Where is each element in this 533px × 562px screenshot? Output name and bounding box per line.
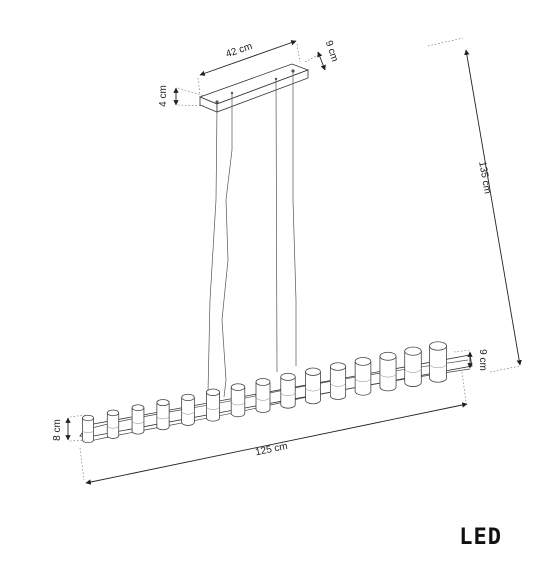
- bar-length-label: 125 cm: [254, 441, 288, 458]
- light-shade: [280, 372, 296, 409]
- light-shade: [379, 351, 397, 392]
- suspension-cables: [207, 72, 297, 398]
- light-shade: [305, 367, 321, 405]
- dim-canopy-height: 4 cm: [158, 85, 206, 107]
- dim-canopy-depth: 9 cm: [304, 39, 340, 71]
- light-shade: [131, 404, 145, 435]
- bar-height-label: 8 cm: [52, 419, 63, 441]
- dim-bar-height: 8 cm: [52, 414, 86, 442]
- light-shade: [181, 393, 195, 426]
- light-shade: [206, 388, 220, 422]
- canopy-screw: [215, 100, 219, 104]
- light-shade: [255, 378, 271, 413]
- canopy: [198, 63, 310, 113]
- light-shade: [404, 346, 422, 387]
- light-shade: [429, 341, 447, 383]
- bar-depth-label: 9 cm: [477, 349, 488, 371]
- led-badge-label: LED: [459, 525, 502, 550]
- dim-total-height: 135 cm: [427, 37, 522, 373]
- led-badge: LED: [459, 525, 502, 550]
- total-height-label: 135 cm: [476, 160, 493, 194]
- light-shade: [329, 362, 347, 400]
- canopy-depth-label: 9 cm: [323, 39, 340, 63]
- light-shade: [230, 383, 246, 418]
- light-shade: [106, 409, 120, 439]
- light-shade: [354, 357, 372, 396]
- dim-bar-depth: 9 cm: [453, 349, 488, 371]
- light-bar: [79, 341, 473, 444]
- light-shade: [156, 399, 170, 431]
- canopy-height-label: 4 cm: [158, 85, 169, 107]
- light-shade: [82, 414, 94, 444]
